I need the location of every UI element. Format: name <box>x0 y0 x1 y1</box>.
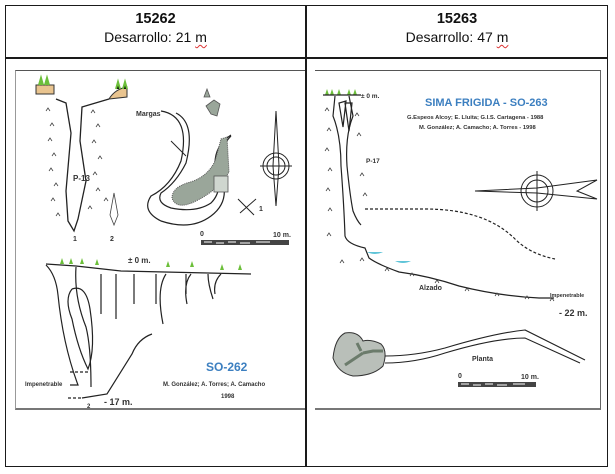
authors-credit: M. González; A. Torres; A. Camacho <box>163 382 265 388</box>
scale-start-label: 0 <box>458 373 462 380</box>
pit-profile <box>55 98 110 233</box>
north-arrow-icon <box>474 171 598 211</box>
profile-view <box>45 263 252 399</box>
desarrollo-line: Desarrollo: 47 m <box>307 28 607 46</box>
pit-label: P-13 <box>73 174 90 183</box>
margas-label: Margas <box>136 111 161 118</box>
desarrollo-unit: m <box>195 29 207 45</box>
scale-start-label: 0 <box>200 231 204 238</box>
depth-label: - 22 m. <box>559 308 588 318</box>
cave-code-title: SO-262 <box>206 360 248 374</box>
desarrollo-line: Desarrollo: 21 m <box>6 28 305 46</box>
cave-survey-so263: ± 0 m. SIMA FRIGIDA - SO-263 G.Espeos Al… <box>315 70 601 410</box>
year-credit: 1998 <box>221 394 235 400</box>
plan-view <box>332 329 586 377</box>
water-pool <box>367 252 411 263</box>
scale-end-label: 10 m. <box>273 232 291 239</box>
scale-bar: 0 10 m. <box>458 373 539 387</box>
plan-view: 1 <box>147 87 263 226</box>
plan-section-mark: 1 <box>259 206 263 213</box>
vegetation-icon <box>325 89 357 95</box>
desarrollo-label: Desarrollo: <box>104 29 172 45</box>
section-1-label: 1 <box>73 236 77 243</box>
zero-level-label: ± 0 m. <box>361 93 380 100</box>
survey-drawing: P-13 Margas 1 2 1 0 10 m. <box>25 74 292 408</box>
depth-label: - 17 m. <box>104 397 133 407</box>
cave-table <box>5 5 608 467</box>
header-cell-15262: 15262 Desarrollo: 21 m <box>6 8 305 56</box>
section-2-label: 2 <box>110 236 114 243</box>
header-cell-15263: 15263 Desarrollo: 47 m <box>307 8 607 56</box>
desarrollo-label: Desarrollo: <box>405 29 474 45</box>
cave-id: 15263 <box>436 11 478 27</box>
header-divider <box>5 57 608 59</box>
column-divider <box>305 5 307 467</box>
scale-end-label: 10 m. <box>521 374 539 381</box>
cave-survey-so262: P-13 Margas 1 2 1 0 10 m. <box>15 70 305 410</box>
cave-title: SIMA FRIGIDA - SO-263 <box>425 97 548 109</box>
credits-line-1: G.Espeos Alcoy; E. Lluita; G.I.S. Cartag… <box>407 115 544 121</box>
pit-label: P-17 <box>366 158 380 165</box>
impenetrable-label: Impenetrable <box>25 382 63 388</box>
section-mark-label: 2 <box>87 404 91 408</box>
zero-level-label: ± 0 m. <box>128 256 151 265</box>
scale-bar: 0 10 m. <box>200 231 291 245</box>
planta-label: Planta <box>472 356 493 363</box>
desarrollo-value: 21 <box>175 29 192 45</box>
north-arrow-icon <box>260 110 292 207</box>
vegetation-icon <box>60 258 242 270</box>
desarrollo-unit: m <box>496 29 509 45</box>
credits-line-2: M. González; A. Camacho; A. Torres - 199… <box>419 125 536 131</box>
alzado-label: Alzado <box>419 285 442 292</box>
survey-drawing: ± 0 m. SIMA FRIGIDA - SO-263 G.Espeos Al… <box>323 89 598 387</box>
desarrollo-value: 47 <box>477 29 493 45</box>
vegetation-icon <box>35 74 128 100</box>
cave-id: 15262 <box>135 11 176 27</box>
impenetrable-label: Impenetrable <box>550 293 584 299</box>
